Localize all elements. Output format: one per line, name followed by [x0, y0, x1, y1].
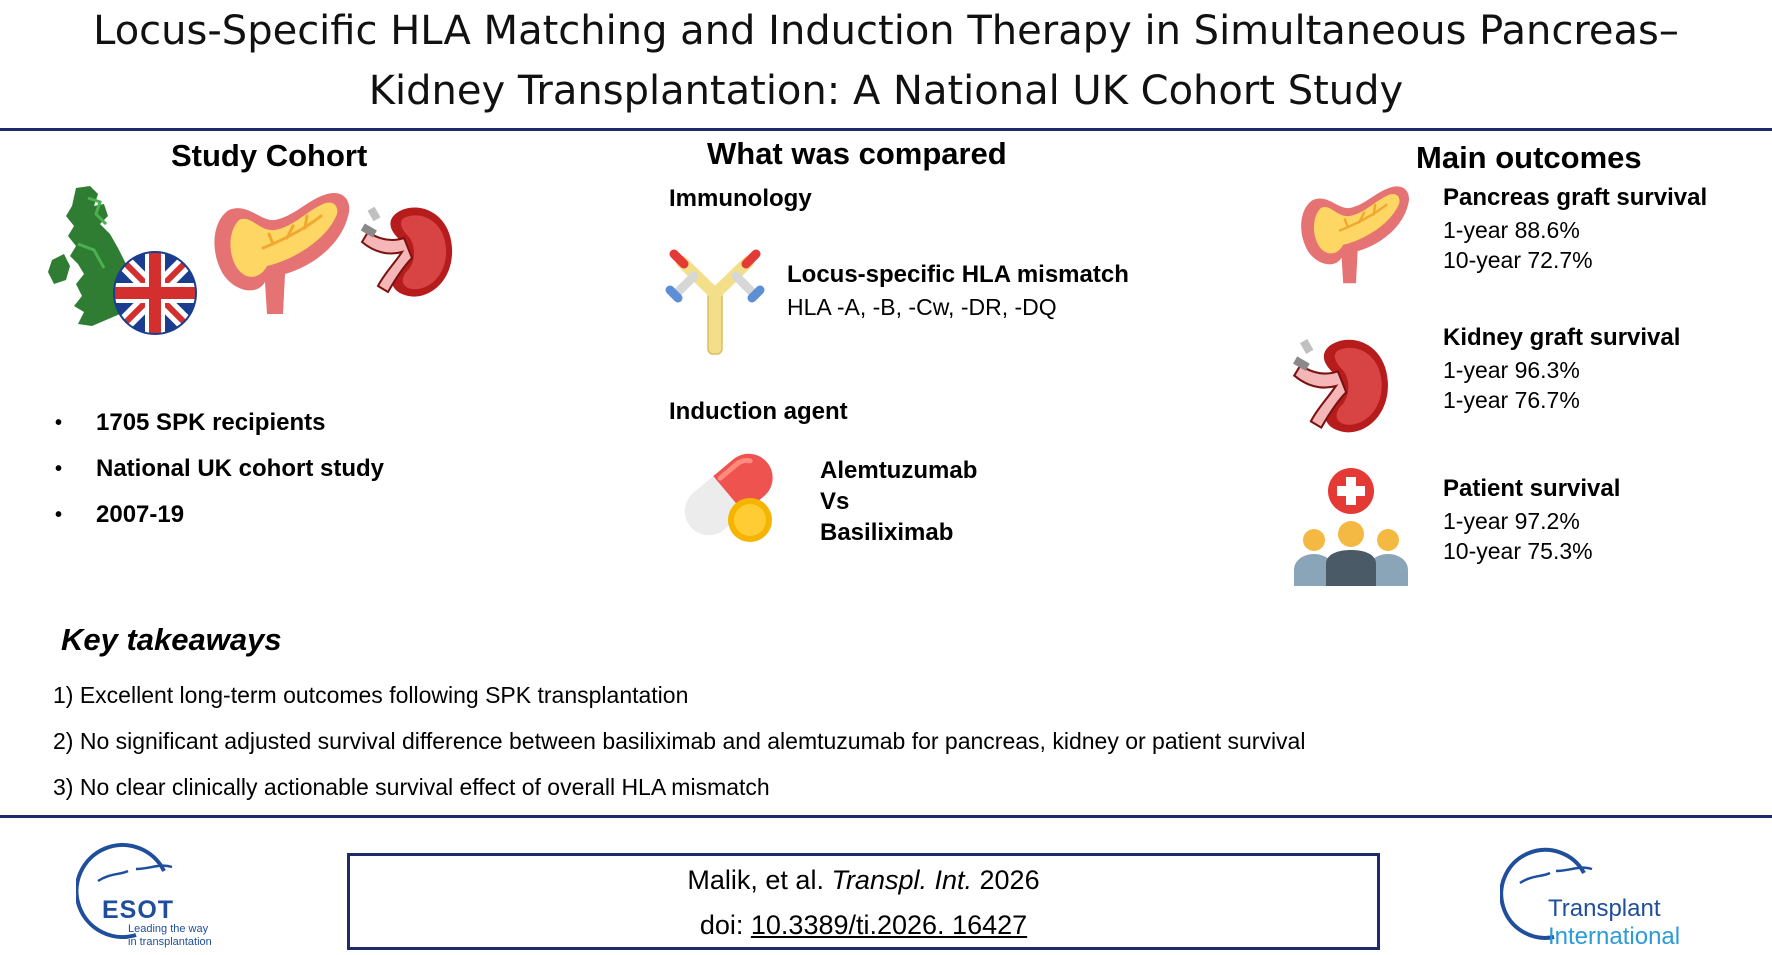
versus-label: Vs	[820, 488, 850, 515]
list-item: 1705 SPK recipients	[55, 400, 384, 446]
uk-flag-icon	[113, 251, 197, 335]
pancreas-survival-10yr: 10-year 72.7%	[1443, 247, 1593, 273]
takeaways-heading: Key takeaways	[61, 622, 282, 657]
people-group-icon	[1294, 521, 1408, 586]
hla-mismatch-title: Locus-specific HLA mismatch	[787, 261, 1129, 288]
kidney-survival-1yr: 1-year 96.3%	[1443, 357, 1580, 383]
antibody-icon	[665, 249, 765, 355]
journal-name: Transpl. Int.	[831, 865, 973, 895]
pancreas-survival-title: Pancreas graft survival	[1443, 184, 1708, 211]
transplant-international-logo-icon	[1500, 847, 1593, 940]
cohort-bullet-list: 1705 SPK recipients National UK cohort s…	[55, 400, 384, 538]
pill-capsule-icon	[684, 453, 773, 542]
basiliximab-label: Basiliximab	[820, 519, 954, 546]
pancreas-icon	[1301, 186, 1410, 284]
title-line-2: Kidney Transplantation: A National UK Co…	[368, 68, 1404, 114]
esot-logo-name: ESOT	[102, 896, 175, 924]
patient-survival-10yr: 10-year 75.3%	[1443, 538, 1593, 564]
takeaways-list: 1) Excellent long-term outcomes followin…	[53, 672, 1305, 810]
patient-survival-title: Patient survival	[1443, 475, 1621, 502]
pancreas-survival-1yr: 1-year 88.6%	[1443, 217, 1580, 243]
bottom-divider	[0, 815, 1772, 818]
list-item: 2) No significant adjusted survival diff…	[53, 728, 1306, 754]
kidney-survival-second: 1-year 76.7%	[1443, 387, 1580, 413]
top-divider	[0, 128, 1772, 131]
pancreas-icon	[214, 192, 350, 314]
patient-survival-1yr: 1-year 97.2%	[1443, 508, 1580, 534]
title-line-1: Locus-Specific HLA Matching and Inductio…	[93, 8, 1679, 54]
transplant-international-logo-text: Transplant International	[1548, 895, 1681, 950]
list-item: National UK cohort study	[55, 446, 384, 492]
kidney-icon	[360, 206, 453, 297]
immunology-label: Immunology	[669, 185, 812, 212]
kidney-icon	[1292, 338, 1388, 433]
alemtuzumab-label: Alemtuzumab	[820, 457, 978, 484]
esot-logo-icon	[76, 843, 173, 939]
doi-line: doi: 10.3389/ti.2026. 16427	[699, 910, 1028, 940]
page-title: Locus-Specific HLA Matching and Inductio…	[0, 0, 1772, 121]
list-item: 3) No clear clinically actionable surviv…	[53, 774, 770, 800]
list-item: 2007-19	[55, 492, 384, 538]
list-item: 1) Excellent long-term outcomes followin…	[53, 682, 689, 708]
esot-logo-tagline: Leading the way in transplantation	[128, 923, 212, 948]
hla-loci-detail: HLA -A, -B, -Cw, -DR, -DQ	[787, 294, 1057, 320]
cohort-heading: Study Cohort	[171, 138, 368, 173]
outcomes-heading: Main outcomes	[1416, 140, 1642, 175]
doi-link[interactable]: 10.3389/ti.2026. 16427	[750, 910, 1028, 940]
compared-heading: What was compared	[707, 136, 1007, 171]
citation-box: Malik, et al. Transpl. Int. 2026 doi: 10…	[347, 853, 1380, 950]
induction-label: Induction agent	[669, 398, 848, 425]
citation-line: Malik, et al. Transpl. Int. 2026	[687, 865, 1040, 895]
medical-cross-icon	[1328, 468, 1374, 514]
kidney-survival-title: Kidney graft survival	[1443, 324, 1681, 351]
